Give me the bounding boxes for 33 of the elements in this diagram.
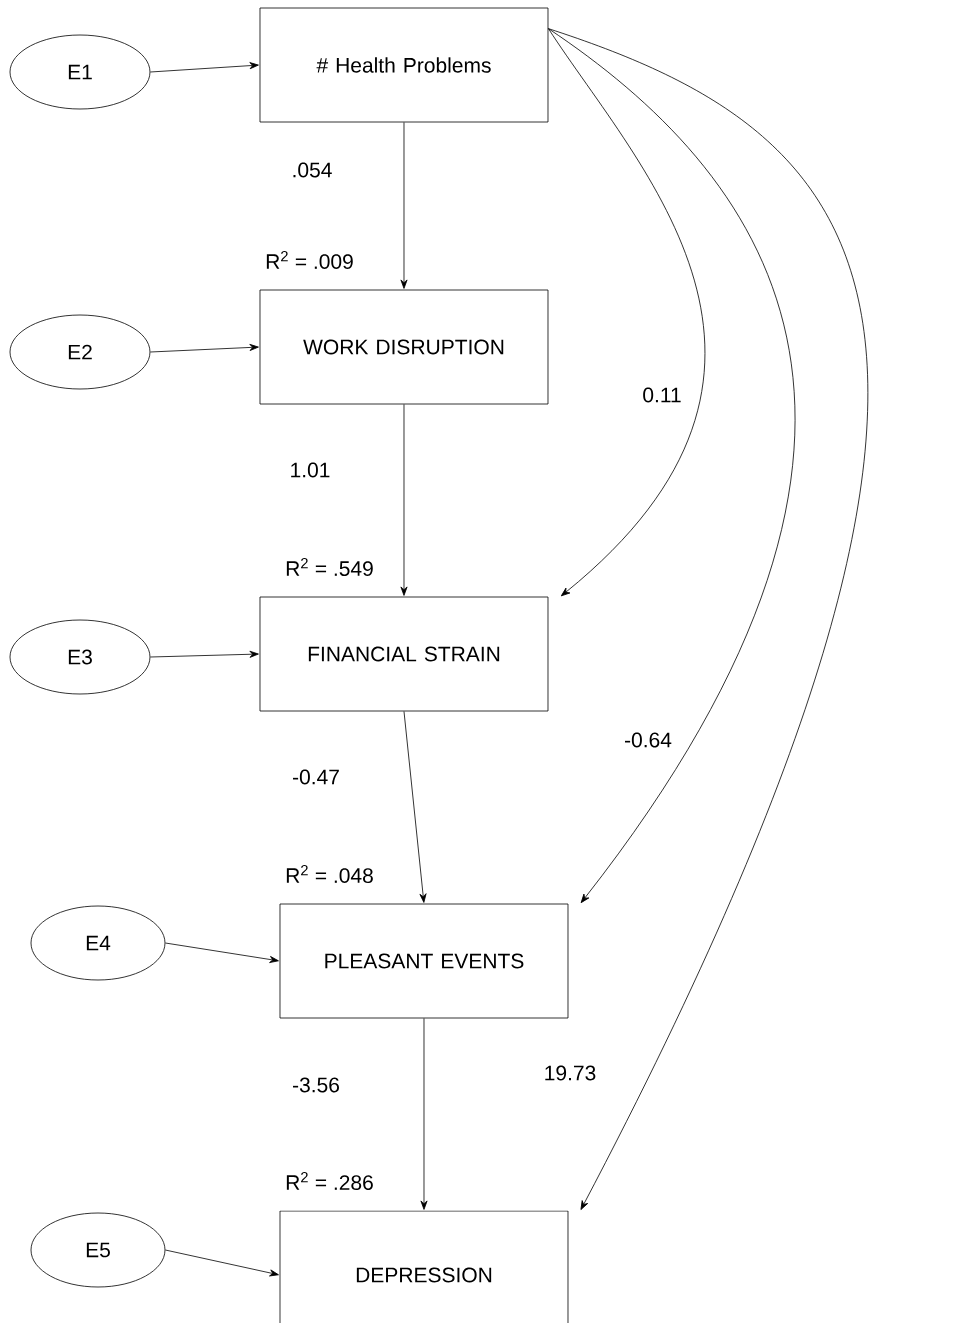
ellipse-node: E4 <box>30 905 166 981</box>
ellipse-node: E5 <box>30 1212 166 1288</box>
edge-label: -0.47 <box>290 767 342 787</box>
edge-label: 0.11 <box>640 385 684 405</box>
variable-box: # Health Problems <box>259 7 549 123</box>
arrow <box>420 1018 428 1210</box>
ellipse-node: E1 <box>9 34 151 110</box>
edge-label: 19.73 <box>541 1063 599 1083</box>
r-squared-label: R$^{2}$ = .286 <box>286 1172 373 1190</box>
arrow <box>548 28 869 1210</box>
edge-label: -3.56 <box>290 1075 342 1095</box>
edge-label: .054 <box>289 160 335 180</box>
r-squared-label: R$^{2}$ = .549 <box>286 558 373 576</box>
arrow <box>165 942 279 963</box>
variable-box: WORK DISRUPTION <box>259 289 549 405</box>
r-squared-label: R$^{2}$ = .009 <box>266 251 353 269</box>
ellipse-node: E3 <box>9 619 151 695</box>
arrow <box>150 62 259 73</box>
arrow <box>400 404 408 596</box>
r-squared-label: R$^{2}$ = .048 <box>286 865 373 883</box>
arrow <box>548 28 796 904</box>
arrow <box>403 711 427 903</box>
variable-box: DEPRESSION <box>279 1210 569 1323</box>
arrow <box>150 650 259 658</box>
arrow <box>548 28 705 597</box>
arrow <box>400 122 408 289</box>
arrow <box>165 1249 279 1277</box>
variable-box: PLEASANT EVENTS <box>279 903 569 1019</box>
edge-label: -0.64 <box>622 730 674 750</box>
arrow <box>150 343 259 353</box>
edge-label: 1.01 <box>287 460 333 480</box>
variable-box: FINANCIAL STRAIN <box>259 596 549 712</box>
ellipse-node: E2 <box>9 314 151 390</box>
